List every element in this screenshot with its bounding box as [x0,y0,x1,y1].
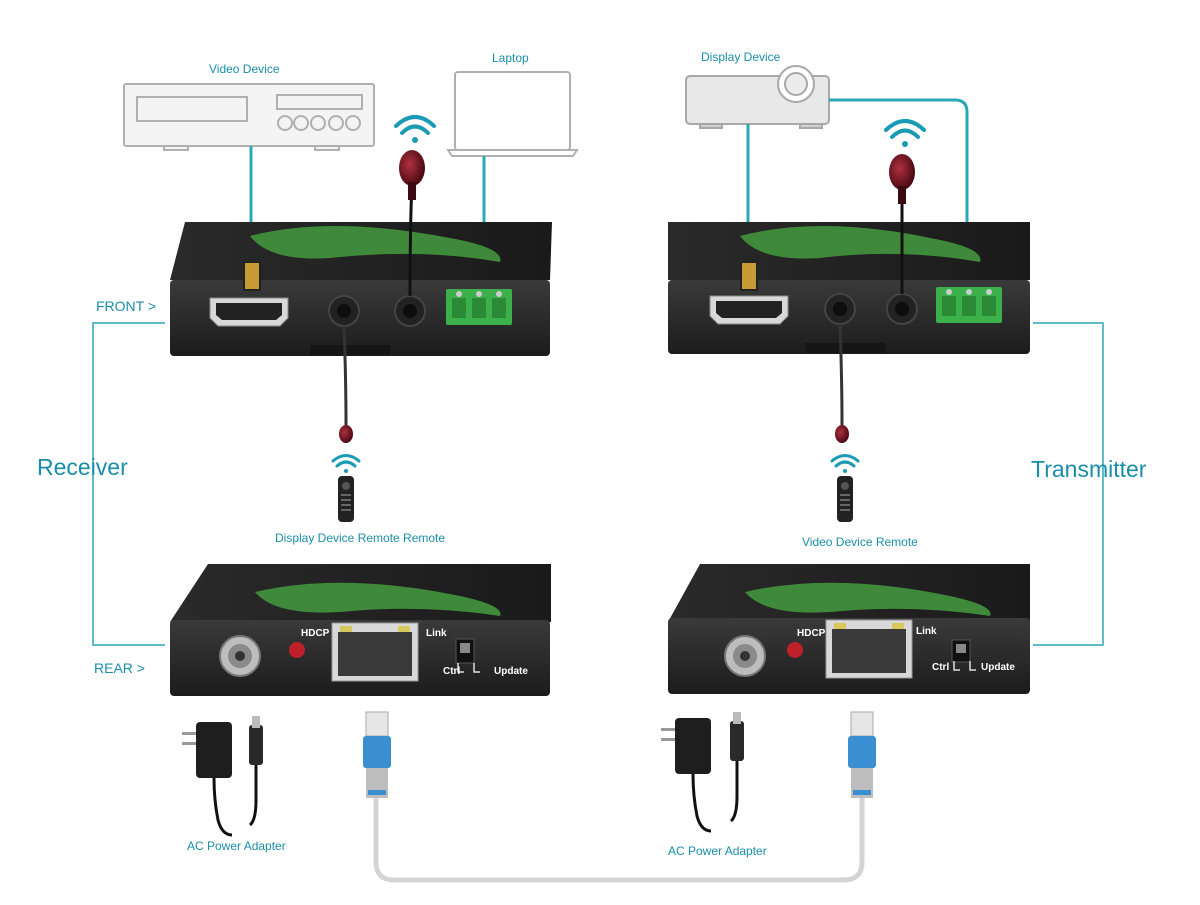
remote-control-icon [338,476,354,522]
remote-control-icon [837,476,853,522]
ir-emitter-receiver [399,150,425,297]
link-label: Link [426,628,447,639]
front-label: FRONT > [96,298,157,314]
laptop-icon [446,71,579,157]
video-device-label: Video Device [209,62,280,76]
update-label: Update [981,662,1015,673]
hdcp-led [289,642,305,658]
network-cable [373,795,865,883]
laptop-label: Laptop [492,51,529,65]
receiver-bracket [92,322,165,646]
video-device-icon [123,83,375,151]
link-label: Link [916,626,937,637]
hdcp-led [787,642,803,658]
video-device-remote-label: Video Device Remote [802,535,918,549]
ir-receiver-receiver [339,325,353,443]
hdcp-label: HDCP [797,628,826,639]
wifi-icon [394,115,436,143]
ac-power-adapter-label-left: AC Power Adapter [187,839,286,853]
wifi-icon [884,119,926,147]
rj45-plug-icon [363,711,391,798]
transmitter-bracket [1033,322,1104,646]
wifi-icon [830,454,860,473]
receiver-label: Receiver [37,454,128,480]
ac-power-adapter-label-right: AC Power Adapter [668,844,767,858]
wifi-icon [331,454,361,473]
rj45-plug-icon [848,711,876,798]
ctrl-label: Ctrl [932,662,950,673]
receiver-rear-unit [170,564,551,696]
ctrl-label: Ctrl [443,666,461,677]
ir-receiver-transmitter [835,323,849,443]
update-label: Update [494,666,528,677]
power-adapter-icon [661,712,744,833]
rear-label: REAR > [94,660,145,676]
transmitter-rear-unit [668,564,1030,694]
hdcp-label: HDCP [301,628,330,639]
transmitter-label: Transmitter [1031,456,1147,482]
ir-emitter-transmitter [889,154,915,294]
receiver-front-unit [170,222,552,356]
display-device-remote-label: Display Device Remote Remote [275,531,446,545]
display-device-label: Display Device [701,50,781,64]
power-adapter-icon [182,716,263,837]
display-device-icon [685,65,830,129]
transmitter-front-unit [668,222,1030,354]
